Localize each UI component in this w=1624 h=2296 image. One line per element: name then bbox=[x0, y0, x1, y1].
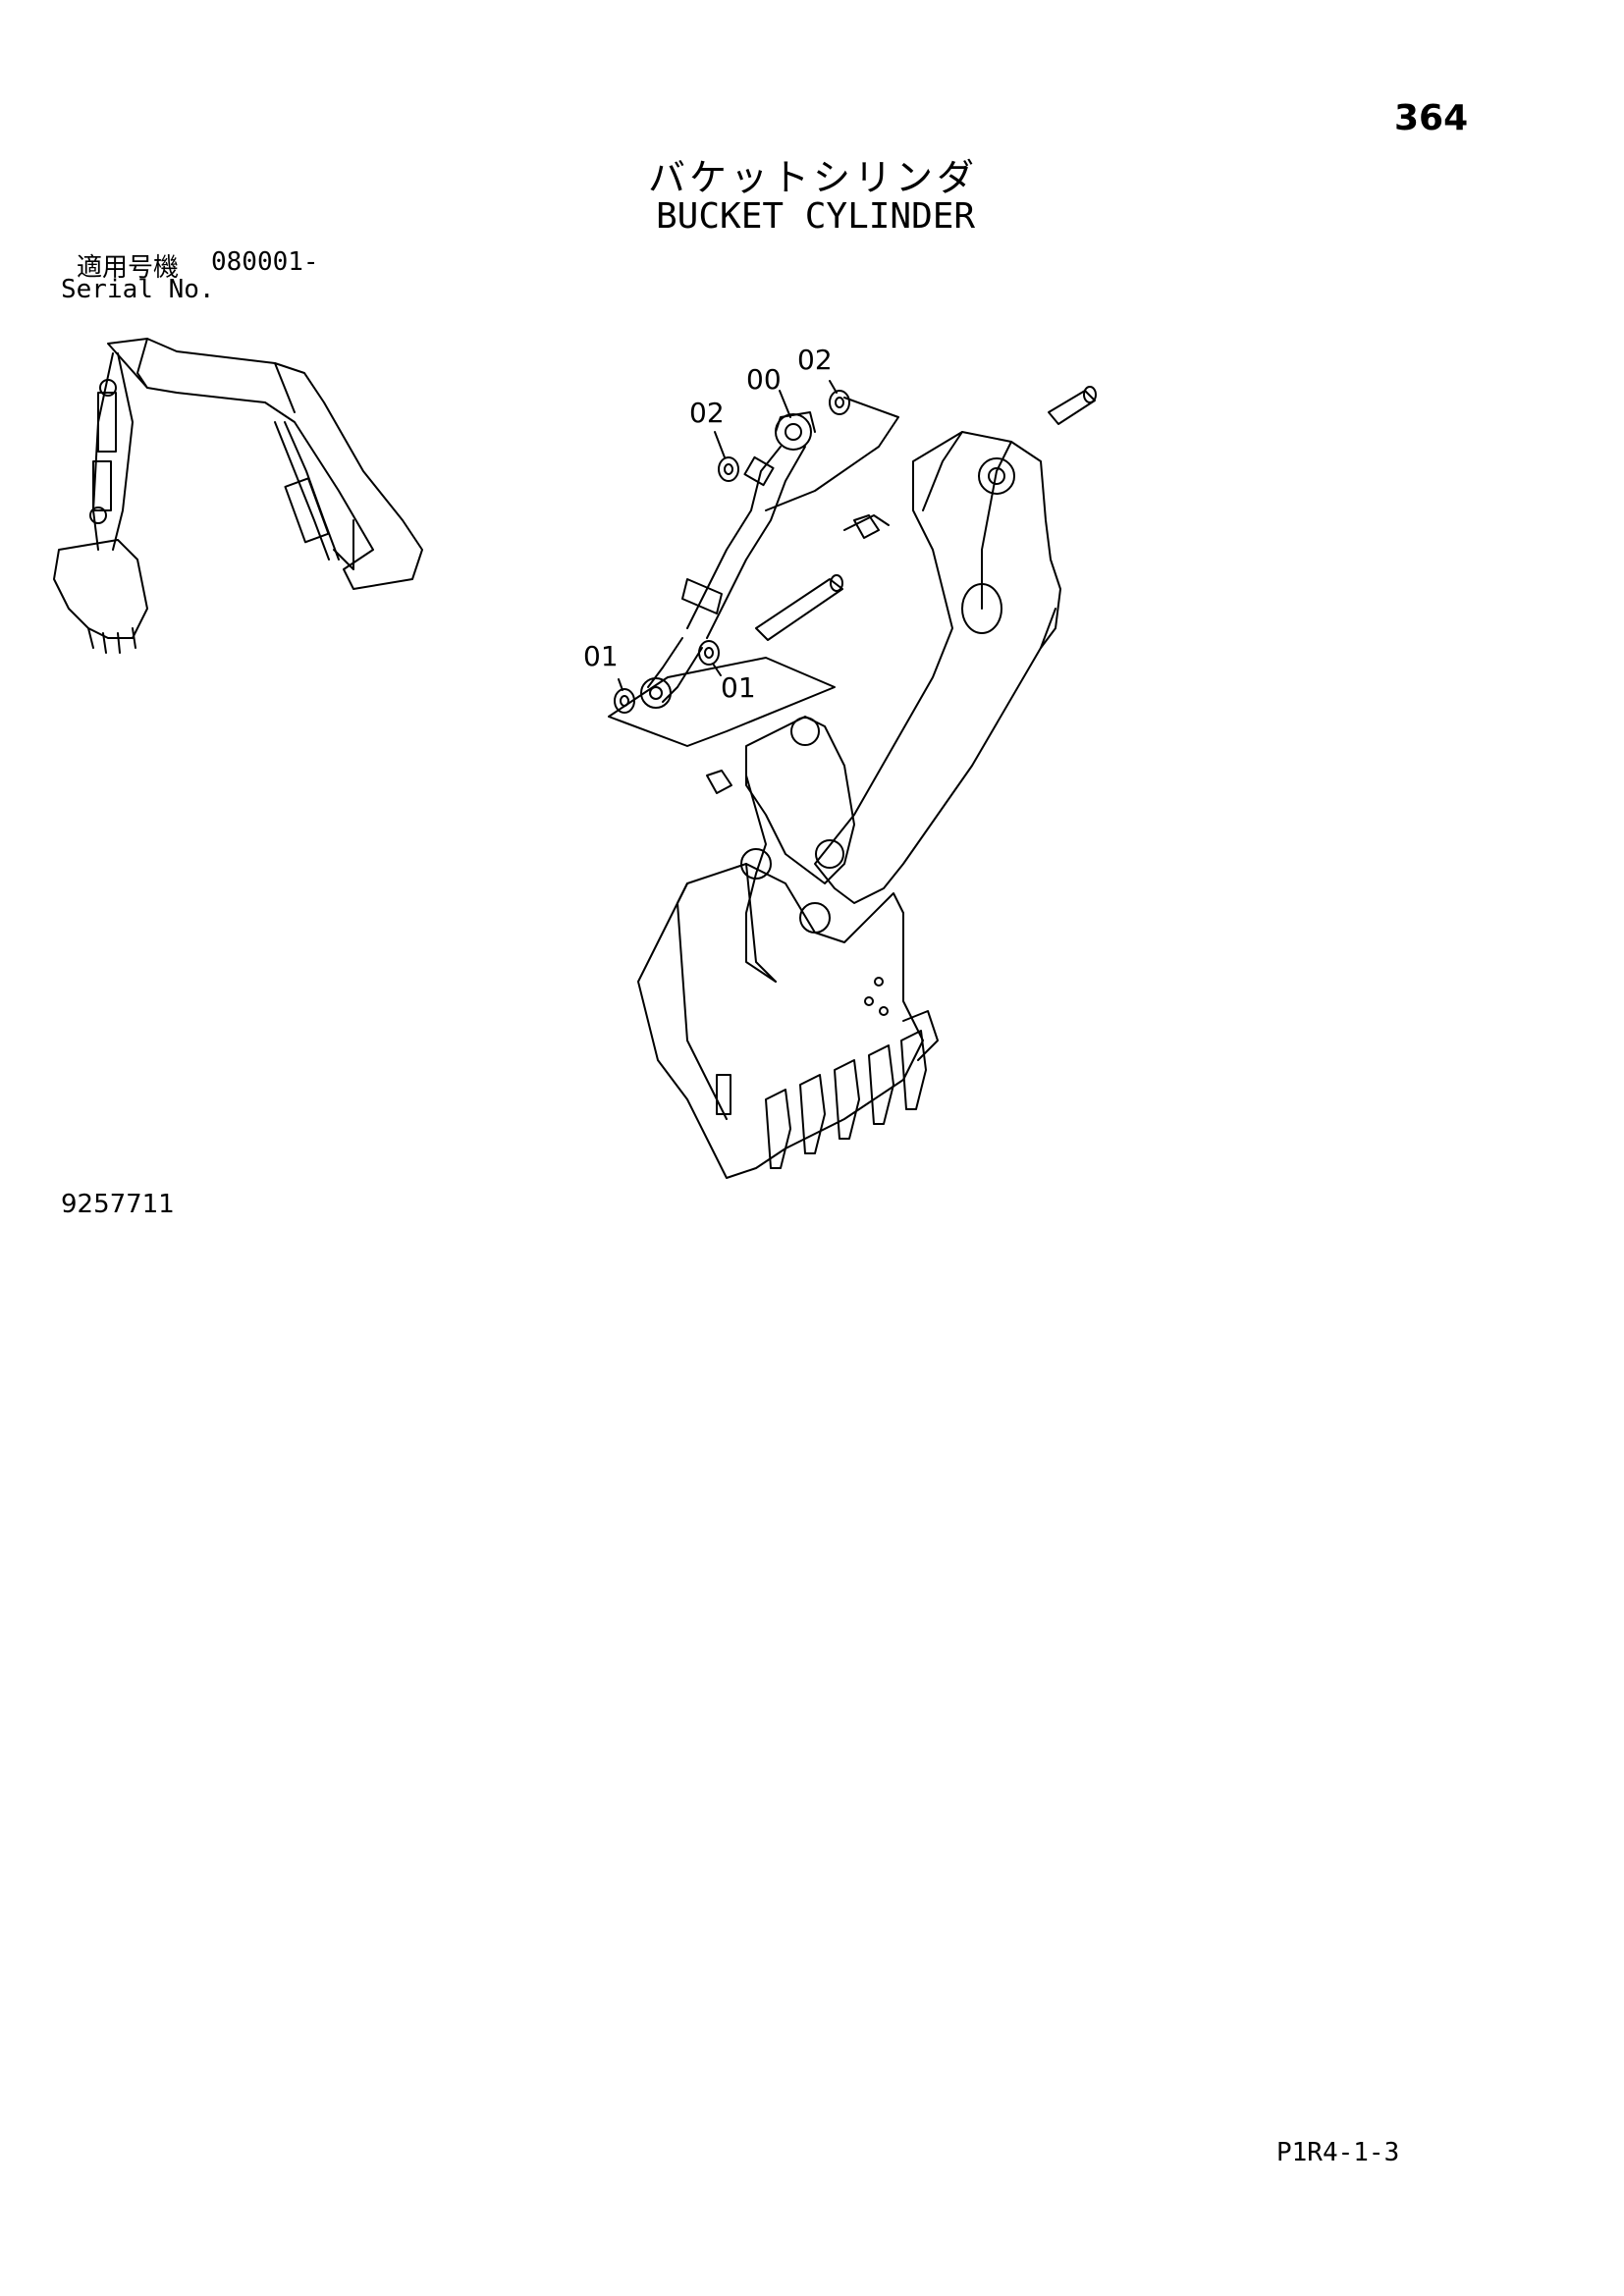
callout-00: 00 bbox=[746, 363, 782, 396]
callout-01-left: 01 bbox=[583, 640, 619, 672]
arm-illustration bbox=[814, 386, 1097, 904]
callout-01-right: 01 bbox=[721, 671, 756, 704]
locator-arm-illustration bbox=[53, 338, 423, 654]
serial-label-ja: 適用号機 bbox=[77, 253, 180, 283]
leader-lines bbox=[618, 380, 838, 691]
page-code: P1R4-1-3 bbox=[1276, 2138, 1400, 2167]
serial-value: 080001- bbox=[211, 247, 319, 277]
figure-number: 9257711 bbox=[61, 1190, 175, 1219]
callout-02-left: 02 bbox=[689, 397, 725, 429]
bucket-teeth bbox=[765, 1030, 927, 1169]
title-english: BUCKET CYLINDER bbox=[656, 196, 976, 237]
serial-label-en: Serial No. bbox=[61, 275, 215, 304]
bucket-illustration bbox=[637, 716, 939, 1179]
callout-02-top: 02 bbox=[797, 344, 833, 376]
washers bbox=[614, 390, 880, 794]
bucket-cylinder-illustration bbox=[608, 397, 899, 747]
page-number: 364 bbox=[1394, 98, 1469, 138]
title-japanese: バケットシリンダ bbox=[648, 156, 979, 199]
